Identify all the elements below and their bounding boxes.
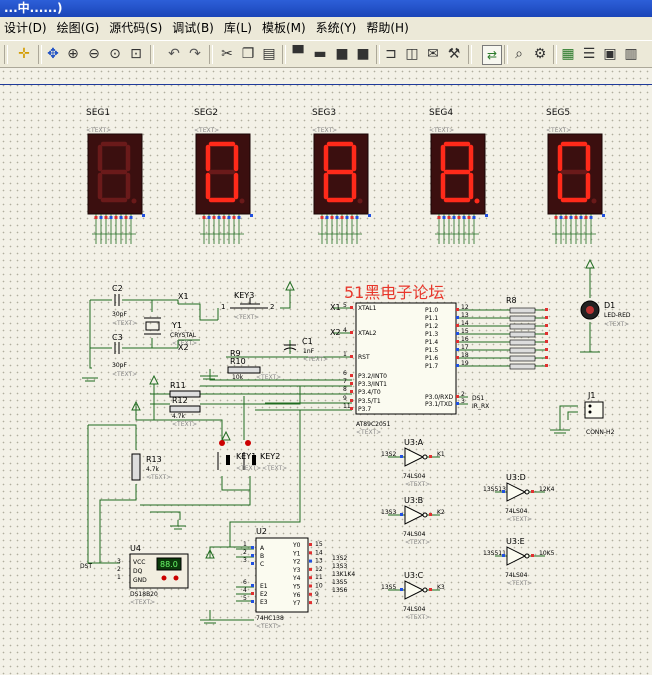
pan-icon[interactable]: ✥ xyxy=(47,46,59,62)
window-title-bar: ...中......) xyxy=(0,0,652,17)
menu-debug[interactable]: 调试(B) xyxy=(172,21,214,35)
menu-design[interactable]: 设计(D) xyxy=(4,21,47,35)
toolbar-separator xyxy=(282,45,286,64)
redo-icon[interactable]: ↷ xyxy=(189,46,201,62)
sheet-border xyxy=(0,84,652,85)
property-tool-icon[interactable]: ⚒ xyxy=(447,46,461,62)
report-icon[interactable]: ▦ xyxy=(561,46,575,62)
toolbar-separator xyxy=(150,45,154,64)
toolbar-separator xyxy=(504,45,508,64)
schematic-canvas[interactable] xyxy=(0,68,652,675)
pcb-icon[interactable]: ▣ xyxy=(603,46,617,62)
undo-icon[interactable]: ↶ xyxy=(168,46,180,62)
toolbar-separator xyxy=(38,45,42,64)
toolbar-separator xyxy=(376,45,380,64)
toolbar-separator xyxy=(209,45,213,64)
design-explorer-icon[interactable]: ⇄ xyxy=(482,45,502,65)
copy-icon[interactable]: ❐ xyxy=(241,46,255,62)
block-delete-icon[interactable]: ■ xyxy=(356,46,370,62)
gerber-icon[interactable]: ▥ xyxy=(624,46,638,62)
toolbar-separator xyxy=(468,45,472,64)
menu-draw[interactable]: 绘图(G) xyxy=(56,21,100,35)
block-copy-icon[interactable]: ▀ xyxy=(292,46,304,62)
menu-template[interactable]: 模板(M) xyxy=(261,21,306,35)
search-icon[interactable]: ⌕ xyxy=(515,46,523,62)
zoom-area-icon[interactable]: ⊙ xyxy=(109,46,121,62)
list-icon[interactable]: ☰ xyxy=(582,46,596,62)
paste-icon[interactable]: ▤ xyxy=(262,46,276,62)
menu-help[interactable]: 帮助(H) xyxy=(366,21,409,35)
toolbar-separator xyxy=(553,45,557,64)
zoom-all-icon[interactable]: ⊡ xyxy=(130,46,142,62)
menu-system[interactable]: 系统(Y) xyxy=(315,21,357,35)
bom-icon[interactable]: ⚙ xyxy=(533,46,547,62)
menu-source[interactable]: 源代码(S) xyxy=(109,21,163,35)
block-rotate-icon[interactable]: ■ xyxy=(335,46,349,62)
toolbar: ✛ ✥ ⊕ ⊖ ⊙ ⊡ ↶ ↷ ✂ ❐ ▤ ▀ ▬ ■ ■ ⊐ ◫ ✉ ⚒ ⇄ … xyxy=(0,40,652,68)
window-title: ...中......) xyxy=(4,1,63,15)
menu-bar: 设计(D) 绘图(G) 源代码(S) 调试(B) 库(L) 模板(M) 系统(Y) 帮助(H) xyxy=(0,17,652,39)
menu-library[interactable]: 库(L) xyxy=(223,21,252,35)
netlist-icon[interactable]: ✉ xyxy=(427,46,439,62)
toolbar-separator xyxy=(4,45,8,64)
make-device-icon[interactable]: ◫ xyxy=(405,46,419,62)
pick-device-icon[interactable]: ⊐ xyxy=(385,46,397,62)
zoom-out-icon[interactable]: ⊖ xyxy=(88,46,100,62)
block-move-icon[interactable]: ▬ xyxy=(313,46,327,62)
cut-icon[interactable]: ✂ xyxy=(221,46,233,62)
crosshair-icon[interactable]: ✛ xyxy=(18,46,30,62)
zoom-in-icon[interactable]: ⊕ xyxy=(67,46,79,62)
